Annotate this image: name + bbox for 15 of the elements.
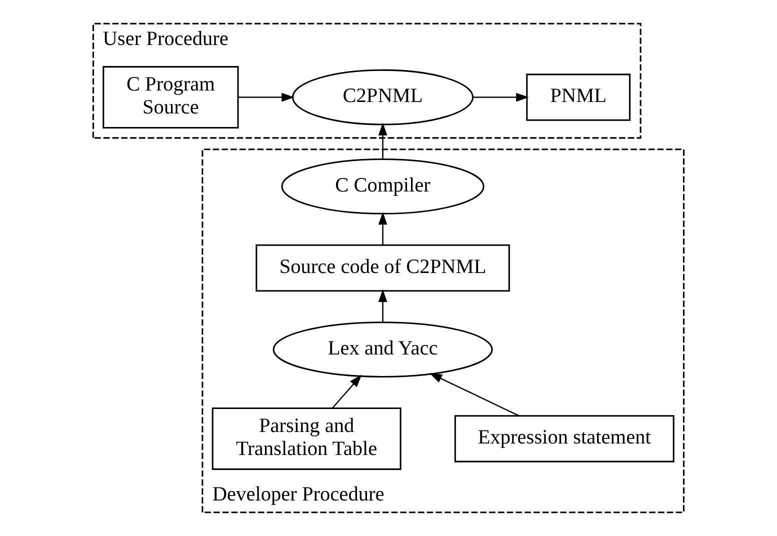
node-box: Source code of C2PNML (256, 244, 510, 292)
node-box: Parsing and Translation Table (212, 407, 402, 470)
arrow (378, 122, 388, 160)
node-ellipse: C Compiler (281, 158, 484, 214)
arrow (332, 374, 362, 409)
arrow (378, 289, 388, 322)
node-ellipse: Lex and Yacc (272, 322, 493, 378)
node-box: Expression statement (454, 415, 674, 462)
arrow (429, 373, 520, 416)
node-ellipse: C2PNML (292, 69, 474, 126)
arrow (472, 92, 529, 102)
arrow (378, 212, 388, 246)
node-box: C Program Source (102, 66, 239, 129)
arrow (238, 92, 294, 102)
node-box: PNML (526, 74, 631, 121)
